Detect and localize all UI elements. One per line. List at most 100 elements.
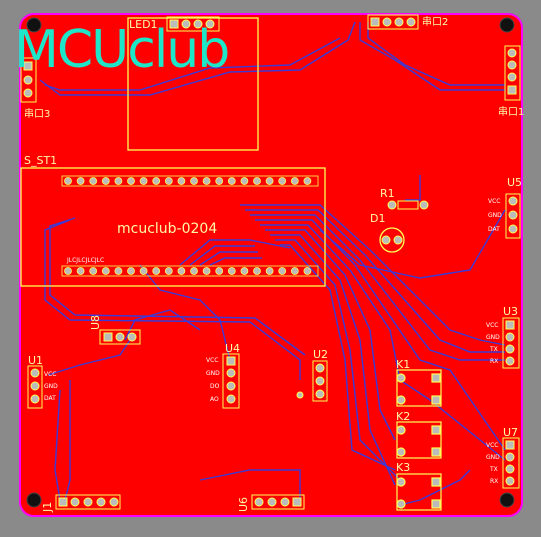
header-pad [101, 177, 110, 185]
header-pad [215, 177, 224, 185]
label-uart-left: 串口3 [24, 109, 51, 120]
label-u5: U5 [507, 176, 523, 189]
s-st1-bottom-header [61, 265, 319, 277]
label-u4: U4 [225, 342, 241, 355]
header-pad [303, 177, 312, 185]
u7-pin-gnd: GND [486, 454, 500, 461]
u3-header [502, 317, 520, 369]
j1-header [55, 494, 121, 510]
label-led1: LED1 [129, 18, 158, 31]
header-pad [139, 267, 148, 275]
header-pad [227, 267, 236, 275]
label-s-st1: S_ST1 [24, 154, 58, 167]
label-u8: U8 [89, 314, 102, 330]
label-uart-top: 串口2 [422, 17, 449, 28]
r1-resistor [387, 200, 429, 210]
u1-pin-vcc: VCC [44, 371, 57, 378]
u4-pin-ao: AO [210, 396, 219, 403]
u4-header [222, 353, 240, 409]
header-pad [114, 177, 123, 185]
uart-left-header [20, 57, 37, 103]
k3-switch [396, 473, 442, 511]
u3-pin-rx: RX [490, 358, 499, 365]
u3-pin-tx: TX [490, 346, 498, 353]
header-pad [215, 267, 224, 275]
d1-led [379, 227, 405, 253]
u7-pin-rx: RX [490, 478, 499, 485]
label-u7: U7 [503, 426, 519, 439]
led1-outline [127, 17, 259, 151]
header-pad [76, 267, 85, 275]
header-pad [240, 267, 249, 275]
label-j1: J1 [41, 501, 54, 512]
label-r1: R1 [380, 187, 395, 200]
header-pad [89, 177, 98, 185]
k1-switch [396, 369, 442, 407]
u7-pin-tx: TX [490, 466, 498, 473]
u7-header [502, 437, 520, 489]
header-pad [202, 267, 211, 275]
label-uart-right: 串口1 [498, 107, 525, 118]
u6-header [251, 494, 305, 510]
header-pad [190, 267, 198, 275]
header-pad [240, 177, 249, 185]
u3-pin-gnd: GND [486, 334, 500, 341]
label-s-st1-jlc: JLCJLCJLCJLC [67, 257, 105, 264]
header-pad [64, 267, 72, 275]
label-u6: U6 [237, 496, 250, 512]
mounting-hole [26, 17, 42, 33]
header-pad [64, 177, 72, 185]
label-d1: D1 [370, 212, 386, 225]
header-pad [278, 177, 287, 185]
header-pad [202, 177, 211, 185]
header-pad [89, 267, 98, 275]
header-pad [190, 177, 198, 185]
u1-header [27, 365, 43, 409]
u4-pin-gnd: GND [206, 370, 220, 377]
header-pad [76, 177, 85, 185]
header-pad [101, 267, 110, 275]
label-k2: K2 [396, 410, 411, 423]
label-k1: K1 [396, 358, 411, 371]
u4-pin-do: DO [210, 383, 220, 390]
uart-right-header [504, 45, 521, 101]
u5-header [505, 193, 521, 239]
trace-layer [39, 21, 506, 506]
u4-pin-vcc: VCC [206, 357, 219, 364]
header-pad [177, 267, 186, 275]
led1-header [166, 16, 220, 32]
header-pad [278, 267, 287, 275]
s-st1-outline [20, 167, 326, 287]
mounting-hole [499, 492, 515, 508]
u1-pin-gnd: GND [44, 383, 58, 390]
header-pad [265, 267, 274, 275]
header-pad [127, 267, 135, 275]
header-pad [303, 267, 312, 275]
header-pad [152, 267, 161, 275]
mounting-hole [26, 492, 42, 508]
u7-pin-vcc: VCC [486, 442, 499, 449]
board-logo: MCUclub [14, 20, 230, 80]
header-pad [177, 177, 186, 185]
uart-top-header [367, 14, 419, 30]
label-u3: U3 [503, 305, 519, 318]
u1-pin-dat: DAT [44, 395, 56, 402]
header-pad [164, 177, 173, 185]
k2-switch [396, 421, 442, 459]
label-u1: U1 [28, 354, 44, 367]
s-st1-top-pads [64, 177, 312, 185]
u3-pin-vcc: VCC [486, 322, 499, 329]
header-pad [253, 177, 261, 185]
header-pad [253, 267, 261, 275]
header-pad [152, 177, 161, 185]
u5-pin-vcc: VCC [488, 198, 501, 205]
header-pad [139, 177, 148, 185]
via [296, 391, 304, 399]
mounting-hole [499, 17, 515, 33]
label-k3: K3 [396, 461, 411, 474]
u2-header [312, 360, 328, 402]
header-pad [290, 267, 299, 275]
board-part-number: mcuclub-0204 [117, 221, 218, 237]
